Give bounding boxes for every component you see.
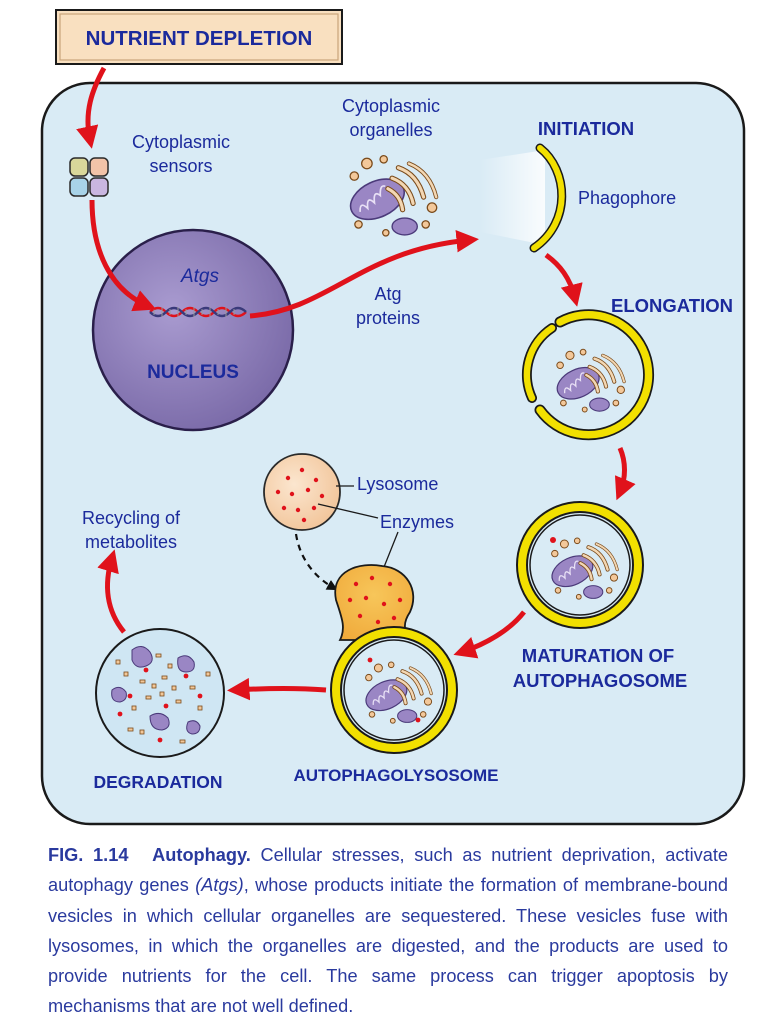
lysosome-label: Lysosome xyxy=(357,474,438,494)
maturation-label-2: AUTOPHAGOSOME xyxy=(513,670,687,691)
arrow-depletion-to-sensors xyxy=(76,66,107,149)
cyto-organelles-label-1: Cytoplasmic xyxy=(342,96,440,116)
caption-figure-number: FIG. 1.14 xyxy=(48,845,129,865)
caption-italic: (Atgs) xyxy=(195,875,244,896)
autophagolysosome xyxy=(330,564,458,754)
arrow-lysosome-fusion xyxy=(294,533,338,591)
cytoplasmic-sensors-label-2: sensors xyxy=(149,156,212,176)
nucleus-label: NUCLEUS xyxy=(147,362,239,383)
recycling-label-2: metabolites xyxy=(85,532,177,552)
enzymes-label: Enzymes xyxy=(380,512,454,532)
dna-icon xyxy=(149,306,247,318)
caption-title: Autophagy. xyxy=(152,845,251,865)
initiation-label: INITIATION xyxy=(538,118,634,139)
figure-caption: FIG. 1.14 Autophagy. Cellular stresses, … xyxy=(48,840,728,1022)
atg-proteins-label-2: proteins xyxy=(356,308,420,328)
autophagosome xyxy=(516,501,644,629)
elongation-label: ELONGATION xyxy=(611,295,733,316)
arrow-elongation-to-maturation xyxy=(614,447,636,501)
arrow-maturation-to-autophagolysosome xyxy=(453,610,526,659)
cytoplasmic-sensors-icon xyxy=(69,157,109,197)
arrow-initiation-to-elongation xyxy=(544,252,583,307)
recycling-label-1: Recycling of xyxy=(82,508,181,528)
phagophore-label: Phagophore xyxy=(578,188,676,208)
autophagolysosome-label: AUTOPHAGOLYSOSOME xyxy=(294,766,499,785)
nutrient-depletion-label: NUTRIENT DEPLETION xyxy=(86,27,313,50)
caption-text-after: , whose products initiate the formation … xyxy=(48,875,728,1017)
nutrient-depletion-box xyxy=(55,9,343,65)
nucleus xyxy=(91,228,295,432)
degradation-label: DEGRADATION xyxy=(94,772,223,792)
atgs-label: Atgs xyxy=(180,266,220,287)
arrow-nucleus-to-initiation xyxy=(249,230,479,319)
lysosome xyxy=(263,453,341,531)
atg-proteins-label-1: Atg xyxy=(374,284,401,304)
arrow-to-degradation xyxy=(227,677,327,701)
light-beam xyxy=(480,150,545,245)
arrow-to-recycling xyxy=(97,549,126,634)
cytoplasmic-sensors-label-1: Cytoplasmic xyxy=(132,132,230,152)
caption-text-before: Cellular stresses, such as nutrient depr… xyxy=(48,845,728,896)
maturation-label-1: MATURATION OF xyxy=(522,645,674,666)
cyto-organelles-label-2: organelles xyxy=(349,120,432,140)
arrow-sensors-to-dna xyxy=(89,199,157,312)
autophagy-diagram: NUTRIENT DEPLETION Cytoplasmic sensors A… xyxy=(40,9,746,826)
elongation-vesicle xyxy=(521,309,655,441)
degradation-vesicle xyxy=(95,628,225,758)
